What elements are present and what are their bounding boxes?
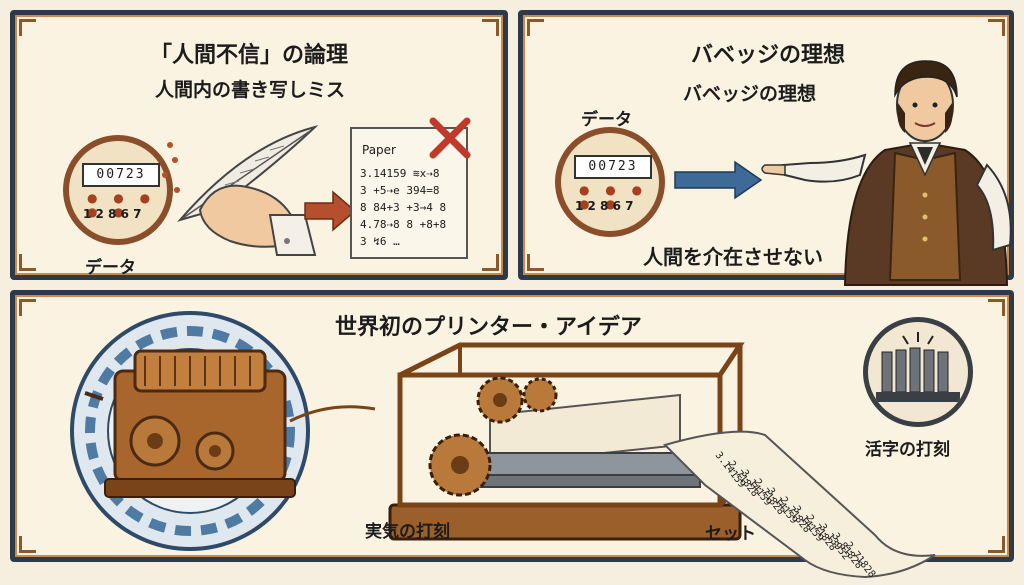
babbage-figure xyxy=(761,60,1012,286)
data-counter-medallion: 00723 ● ● ● ● ● 1 2 8 6 7 xyxy=(555,127,665,237)
paper-line: 3 +5⇢e 394=8 xyxy=(360,184,440,197)
panel-human-distrust: 「人間不信」の論理 人間内の書き写しミス 00723 ● ● ● ● ● 1 2… xyxy=(10,10,508,280)
error-cross-icon xyxy=(429,117,471,159)
paper-heading: Paper xyxy=(362,143,396,157)
panel2-title: バベッジの理想 xyxy=(691,43,846,68)
paper-line: 4.78⇢8 8 +8+8 xyxy=(360,218,447,231)
counter-dots: ● ● ● ● ● xyxy=(87,191,157,219)
quill-hand-illustration xyxy=(162,125,357,256)
paper-line: 3 ↯6 … xyxy=(360,235,400,248)
counter-digits: 00723 xyxy=(574,155,652,179)
panel1-subtitle: 人間内の書き写しミス xyxy=(155,79,346,101)
printing-frame-machine xyxy=(388,342,745,541)
counter-row: 1 2 8 6 7 xyxy=(83,207,142,221)
data-label: データ xyxy=(581,110,632,130)
panel2-subtitle: バベッジの理想 xyxy=(683,83,817,105)
counter-dots: ● ● ● ● ● xyxy=(579,183,649,211)
label-set: セット xyxy=(705,524,756,544)
panel-babbage-ideal: バベッジの理想 バベッジの理想 データ 00723 ● ● ● ● ● 1 2 … xyxy=(518,10,1014,286)
data-counter-medallion: 00723 ● ● ● ● ● 1 2 8 6 7 xyxy=(63,135,173,245)
panel1-title: 「人間不信」の論理 xyxy=(150,43,349,68)
counter-row: 1 2 8 6 7 xyxy=(575,199,634,213)
panel3-title: 世界初のプリンター・アイデア xyxy=(335,315,642,340)
panel-first-printer-idea: 世界初のプリンター・アイデア xyxy=(10,290,1014,580)
paper-line: 8 84+3 +3→4 8 xyxy=(360,201,447,214)
type-strikers-medallion xyxy=(863,317,973,427)
difference-engine-illustration xyxy=(70,311,376,551)
counter-digits: 00723 xyxy=(82,163,160,187)
label-type-stamping: 活字の打刻 xyxy=(865,440,950,460)
type-hammers-icon xyxy=(876,332,960,402)
paper-line: 3.14159 ≋x⇢8 xyxy=(360,167,440,180)
label-actual-stamping: 実気の打刻 xyxy=(365,522,450,542)
paper-sheet: Paper 3.14159 ≋x⇢8 3 +5⇢e 394=8 8 84+3 +… xyxy=(350,127,468,259)
data-label: データ xyxy=(85,258,136,278)
blue-arrow-icon xyxy=(674,160,763,200)
panel2-caption: 人間を介在させない xyxy=(643,245,823,269)
